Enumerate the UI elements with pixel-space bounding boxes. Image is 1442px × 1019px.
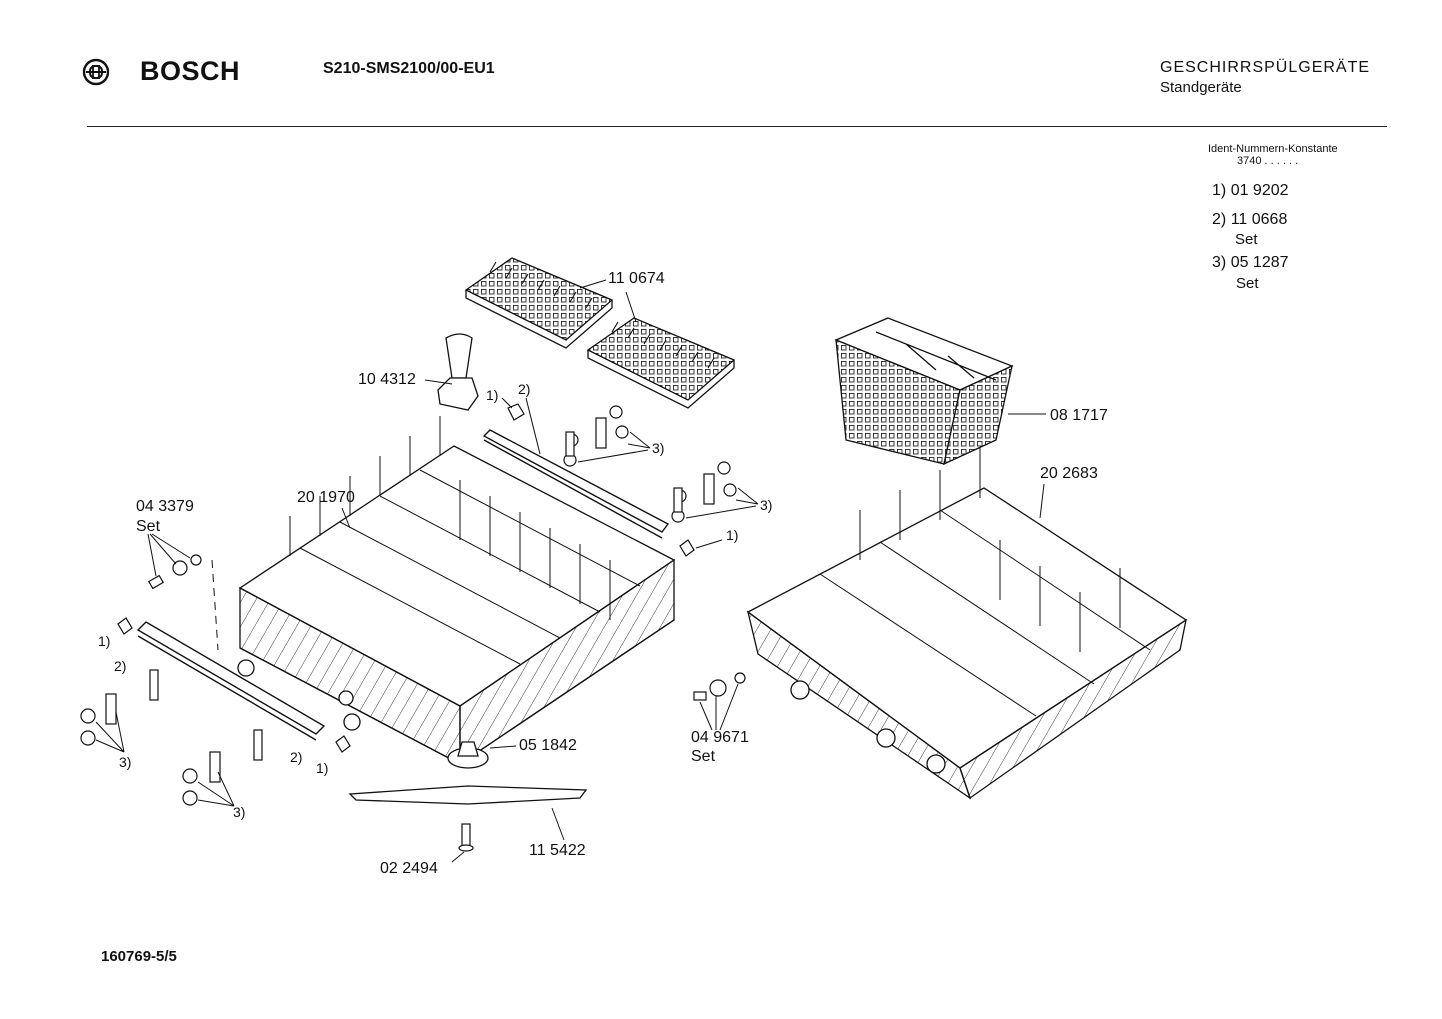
part-label-049671: 04 9671 [691, 729, 749, 746]
part-label-110674: 11 0674 [608, 270, 665, 287]
guide-rail-lower [136, 621, 326, 741]
part-label-049671-set: Set [691, 748, 716, 765]
lower-basket [746, 448, 1188, 800]
ref-marker-3: 3) [760, 497, 773, 513]
footnote-3: 3) 05 1287 [1212, 254, 1289, 272]
ref-marker-2: 2) [114, 658, 127, 674]
category-title: GESCHIRRSPÜLGERÄTE [1160, 59, 1371, 76]
footnote-2-note: Set [1235, 231, 1258, 248]
ref-marker-3: 3) [119, 754, 132, 770]
bosch-logo-icon [82, 58, 110, 86]
cup-rack-lower [586, 317, 736, 409]
ref-marker-1: 1) [486, 387, 499, 403]
cutlery-basket [834, 317, 1014, 466]
ref-marker-2: 2) [518, 381, 531, 397]
footnote-2: 2) 11 0668 [1212, 211, 1287, 229]
part-label-043379-set: Set [136, 518, 161, 535]
footnote-marker: 2) [1212, 211, 1227, 228]
guide-rail-upper [482, 429, 670, 539]
footnote-number: 01 9202 [1230, 182, 1289, 199]
ident-value: 3740 . . . . . . [1237, 155, 1299, 167]
model-number: S210-SMS2100/00-EU1 [323, 60, 495, 77]
clip-part [117, 617, 351, 753]
cup-rack-upper [464, 257, 614, 349]
brand-name: BOSCH [140, 56, 241, 86]
rack-holder-part [437, 333, 479, 411]
footnote-marker: 3) [1212, 254, 1227, 271]
wheel-axle-set [693, 672, 746, 701]
ref-marker-3: 3) [652, 440, 665, 456]
ident-heading: Ident-Nummern-Konstante [1208, 143, 1338, 155]
spray-arm-hub [447, 741, 489, 769]
footnote-marker: 1) [1212, 182, 1227, 199]
part-label-115422: 11 5422 [529, 842, 586, 859]
subcategory-title: Standgeräte [1160, 79, 1242, 96]
footnote-1: 1) 01 9202 [1212, 182, 1289, 200]
roller-bracket-group [182, 729, 263, 806]
stop-screw-set [147, 554, 202, 590]
part-label-022494: 02 2494 [380, 860, 438, 877]
clip-part [679, 539, 695, 557]
roller-bracket-group [671, 461, 737, 523]
ref-marker-3: 3) [233, 804, 246, 820]
ref-marker-1: 1) [726, 527, 739, 543]
part-label-201970: 20 1970 [297, 489, 355, 506]
upper-basket [237, 416, 676, 766]
roller-bracket-group [80, 669, 159, 746]
footnote-number: 05 1287 [1230, 254, 1289, 271]
ref-marker-1: 1) [98, 633, 111, 649]
header-divider [87, 126, 1387, 127]
roller-bracket-group [563, 405, 629, 467]
ref-marker-1: 1) [316, 760, 329, 776]
part-label-043379: 04 3379 [136, 498, 194, 515]
part-label-202683: 20 2683 [1040, 465, 1098, 482]
spray-arm-screw [458, 823, 474, 852]
document-code: 160769-5/5 [101, 948, 177, 965]
part-label-081717: 08 1717 [1050, 407, 1108, 424]
part-label-104312: 10 4312 [358, 371, 416, 388]
footnote-number: 11 0668 [1230, 211, 1288, 228]
part-label-051842: 05 1842 [519, 737, 577, 754]
footnote-3-note: Set [1236, 275, 1259, 292]
spray-arm [348, 785, 588, 805]
ref-marker-2: 2) [290, 749, 303, 765]
